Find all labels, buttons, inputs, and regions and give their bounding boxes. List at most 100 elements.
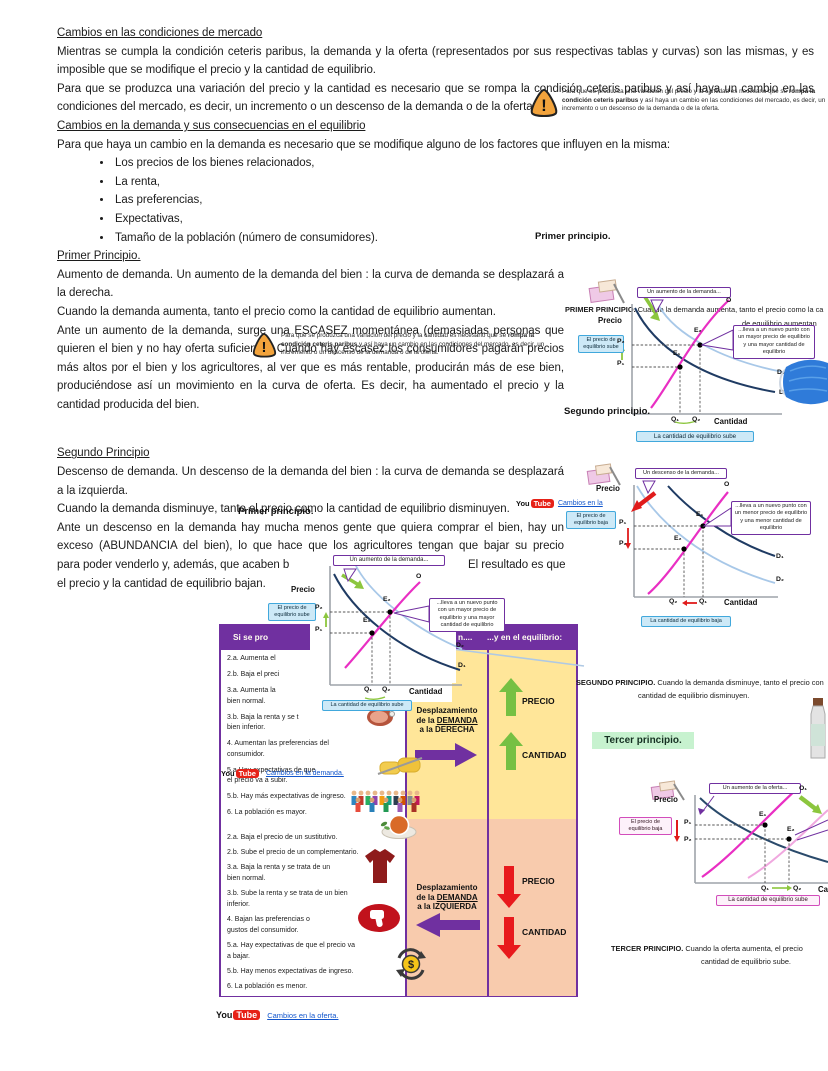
line3-start: para poder venderlo y, además, que acabe…: [57, 559, 290, 572]
paragraph-ceteris-paribus: Mientras se cumpla la condición ceteris …: [57, 45, 814, 77]
table-row: 2.a. Aumenta el: [227, 655, 276, 662]
decrease-effect-cell: PRECIO CANTIDAD: [487, 819, 576, 996]
purple-right-arrow-icon: [415, 743, 477, 767]
main-text-column: Cambios en las condiciones de mercado Mi…: [57, 24, 814, 593]
chart1-shift-bubble: Un aumento de la demanda...: [637, 287, 731, 299]
cantidad-down-label: CANTIDAD: [522, 927, 567, 937]
tercer-principio-caption: TERCER PRINCIPIO. Cuando la oferta aumen…: [611, 944, 803, 953]
overlay-q1-label: Q₁: [364, 686, 373, 693]
table-row: 3.b. Sube la renta y se trata de un bien…: [227, 890, 348, 908]
paragraph-descenso-demanda: Descenso de demanda. Un descenso de la d…: [57, 466, 564, 497]
chart2-p2-label: P₂: [619, 540, 627, 547]
paragraph-abundancia-line4: el precio y la cantidad de equilibrio ba…: [57, 577, 266, 590]
chart1-newpoint-bubble: ...lleva a un nuevo punto con un mayor p…: [733, 325, 815, 359]
youtube-row-demanda: You Tube Cambios en la demanda.: [221, 769, 344, 778]
chart2-d1-label: D₁: [776, 553, 784, 560]
paragraph-variacion: Para que se produzca una variación del p…: [57, 82, 814, 114]
overlay-shift-bubble: Un aumento de la demanda...: [333, 555, 445, 567]
heading-cambios-demanda: Cambios en la demanda y sus consecuencia…: [57, 119, 366, 132]
chart1-p1-label: P₁: [617, 360, 625, 367]
chart1-e1-label: E₁: [673, 350, 681, 357]
youtube-icon: Tube: [233, 1010, 261, 1020]
warning-popup-text: Para que se produzca una variación del p…: [281, 332, 545, 357]
overlay-newpoint-bubble: ...lleva a un nuevo punto con un mayor p…: [429, 598, 505, 632]
crowd-icon: [351, 790, 420, 812]
dollar-icon: $: [396, 948, 426, 980]
table-row: 3.b. Baja la renta y se t bien inferior.: [227, 713, 299, 732]
primer-principio-caption-line2: de equilibrio aumentan: [742, 319, 817, 328]
table-row: 5.a. Hay expectativas de que el precio v…: [227, 942, 356, 960]
precio-down-label: PRECIO: [522, 876, 555, 886]
chart1-q1-label: Q₁: [671, 416, 680, 423]
chart3-cantidad-axis-label: Ca: [818, 885, 828, 894]
heading-primer-principio: Primer Principio.: [57, 250, 141, 263]
youtube-icon: Tube: [235, 769, 259, 778]
chart1-price-callout: El precio de equilibrio sube: [578, 335, 624, 354]
tercer-principio-caption-line2: cantidad de equilibrio sube.: [701, 957, 791, 966]
chart3-o1-label: O₁: [799, 785, 808, 792]
chart3-e2-label: E₂: [787, 826, 795, 833]
paragraph-aumenta: Cuando la demanda aumenta, tanto el prec…: [57, 305, 496, 318]
line3-resultado: El resultado es que: [468, 559, 566, 572]
svg-text:!: !: [262, 339, 267, 356]
youtube-icon: You: [516, 499, 530, 508]
chart3-shift-bubble: Un aumento de la oferta...: [709, 783, 801, 795]
chart2-e2-label: E₂: [674, 535, 682, 542]
table-row: 3.a. Aumenta la bien normal.: [227, 687, 276, 705]
overlay-p2-label: P₂: [315, 604, 323, 611]
youtube-icon: You: [221, 769, 235, 778]
table-header-right: ...y en el equilibrio:: [487, 632, 563, 642]
chart1-supply-label: O: [726, 297, 732, 304]
chart3-e1-label: E₁: [759, 811, 767, 818]
warning-icon: !: [530, 88, 558, 117]
youtube-icon: Tube: [530, 499, 554, 508]
paragraph-aumento-demanda: Aumento de demanda. Un aumento de la dem…: [57, 268, 564, 300]
paragraph-abundancia-line3: para poder venderlo y, además, que acabe…: [57, 556, 566, 575]
overlay-d2-label: D₂: [456, 642, 464, 649]
table-row: 6. La población es menor.: [227, 983, 308, 990]
paragraph-abundancia-line1: Ante un descenso en la demanda hay mucha…: [57, 521, 564, 534]
tshirt-icon: [365, 849, 395, 883]
chart3-price-callout: El precio de equilibrio baja: [619, 817, 672, 836]
face-mask-icon: [779, 359, 828, 405]
chart2-q1-label: Q₁: [699, 598, 708, 605]
shopping-cart-icon: [650, 780, 685, 801]
teacup-icon: [380, 814, 417, 839]
list-item: Los precios de los bienes relacionados,: [113, 154, 814, 173]
d2-curve-extension: [452, 648, 585, 667]
chart2-p1-label: P₁: [619, 519, 627, 526]
purple-left-arrow-icon: [416, 913, 480, 937]
table-row: 3.a. Baja la renta y se trata de un bien…: [227, 864, 331, 882]
overlay-q2-label: Q₂: [382, 686, 391, 693]
overlay-precio-axis-label: Precio: [291, 585, 315, 594]
bottle-icon: [810, 698, 826, 759]
link-cambios-en-la[interactable]: Cambios en la: [557, 500, 603, 507]
chart3-q1-label: Q₁: [761, 885, 770, 892]
overlay-supply-label: O: [416, 573, 422, 580]
paragraph-abundancia-line2: exceso (ABUNDANCIA del bien), lo que hac…: [57, 540, 564, 553]
supply-increase-chart: [674, 787, 828, 891]
link-cambios-demanda[interactable]: Cambios en la demanda.: [265, 770, 344, 777]
chart1-d2-label: D₂: [777, 369, 785, 376]
table-row: 6. La población es mayor.: [227, 809, 307, 816]
shopping-cart-icon: [588, 279, 625, 304]
chart2-price-callout: El precio de equilibrio baja: [566, 511, 616, 530]
chart1-qty-callout: La cantidad de equilibrio sube: [636, 431, 754, 443]
overlay-qty-callout: La cantidad de equilibrio sube: [322, 700, 412, 712]
overlay-d1-label: D₁: [458, 662, 466, 669]
table-header-mid: n....: [458, 632, 473, 642]
chart2-qty-callout: La cantidad de equilibrio baja: [641, 616, 731, 628]
chart1-q2-label: Q₂: [692, 416, 701, 423]
link-cambios-oferta[interactable]: Cambios en la oferta.: [267, 1010, 339, 1020]
chart3-precio-axis-label: Precio: [654, 795, 678, 804]
paragraph-escasez: Ante un aumento de la demanda, surge una…: [57, 324, 564, 411]
svg-text:$: $: [408, 959, 414, 971]
chart1-p2-label: P₂: [617, 338, 625, 345]
segundo-principio-label: Segundo principio.: [564, 406, 651, 417]
green-up-arrow-icon: [499, 678, 523, 716]
green-up-arrow-icon: [499, 732, 523, 770]
warning-icon: !: [252, 333, 277, 358]
thumbs-down-icon: [358, 904, 400, 932]
table-header-left: Si se pro: [233, 632, 269, 642]
